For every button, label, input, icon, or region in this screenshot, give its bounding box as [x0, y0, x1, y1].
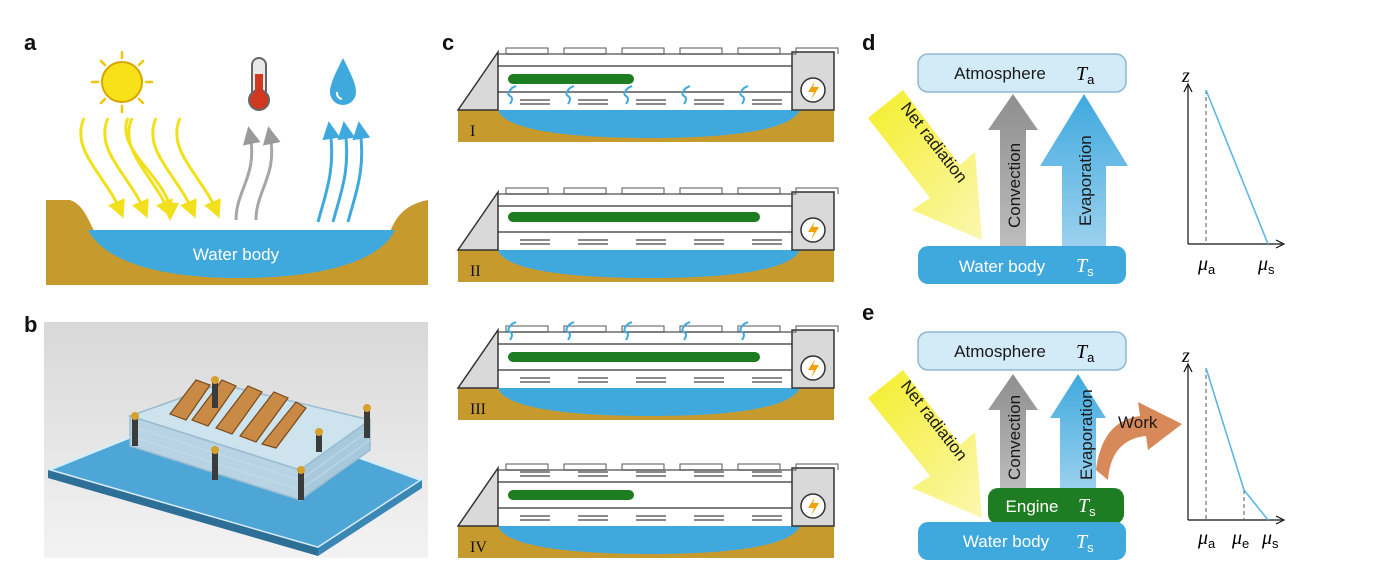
atmosphere-label: Atmosphere	[954, 342, 1046, 361]
water	[498, 250, 800, 278]
atmosphere-temperature: Ta	[1076, 341, 1095, 365]
work-arrow	[1096, 402, 1182, 480]
convection-arrow	[988, 94, 1038, 246]
atmosphere-temperature: Ta	[1076, 63, 1095, 87]
water-body-box	[918, 246, 1126, 284]
z-axis-label: z	[1181, 65, 1190, 87]
panel-a: a Water body	[24, 30, 428, 285]
water-body-label: Water body	[193, 245, 280, 264]
water	[498, 110, 800, 138]
state-label: II	[470, 263, 481, 280]
atmosphere-box	[917, 53, 1127, 93]
panel-d: d Atmosphere Ta Water body Ts Net radiat…	[862, 30, 1286, 284]
evaporation-label: Evaporation	[1076, 135, 1095, 226]
engine-state-4: IV	[456, 463, 839, 558]
engine-box	[988, 488, 1124, 524]
vapor-squiggle	[739, 85, 749, 105]
lightning-icon	[808, 497, 819, 516]
engine-state-3: III	[456, 321, 839, 420]
state-label: III	[470, 401, 486, 418]
vapor-squiggle	[565, 85, 575, 105]
panel-a-label: a	[24, 30, 37, 55]
triangle-support	[456, 189, 499, 251]
triangle-support	[456, 465, 499, 527]
engine-rod	[508, 212, 760, 222]
vapor-squiggle	[623, 321, 633, 341]
engine-rod	[508, 352, 760, 362]
water-body-label: Water body	[959, 257, 1046, 276]
water-body-box	[918, 522, 1126, 560]
state-label: IV	[470, 539, 487, 556]
thermometer-icon	[248, 57, 270, 111]
convection-arrow	[988, 374, 1038, 490]
engine-state-1: I	[456, 47, 839, 142]
heat-arrows	[234, 126, 281, 221]
engine-rod	[508, 74, 634, 84]
potential-line	[1205, 89, 1269, 245]
device-photo	[43, 376, 426, 556]
water	[498, 388, 800, 416]
vapor-squiggle	[739, 321, 749, 341]
water-body-shape	[88, 230, 395, 278]
vapor-squiggle	[507, 321, 517, 341]
x-tick-mu-e: μe	[1231, 527, 1249, 551]
engine-label: Engine	[1006, 497, 1059, 516]
z-axis-label: z	[1181, 345, 1190, 367]
evaporation-arrows	[316, 121, 371, 223]
water	[498, 526, 800, 554]
lightning-icon	[808, 81, 819, 100]
lightning-icon	[808, 359, 819, 378]
evaporation-arrow	[1050, 374, 1106, 490]
net-radiation-arrow	[868, 90, 982, 240]
convection-label: Convection	[1005, 395, 1024, 480]
x-tick-mu-a: μa	[1197, 527, 1216, 551]
triangle-support	[456, 327, 499, 389]
atmosphere-label: Atmosphere	[954, 64, 1046, 83]
x-tick-mu-s: μs	[1261, 527, 1279, 551]
water-body-label: Water body	[963, 532, 1050, 551]
net-radiation-arrow	[868, 370, 982, 518]
evaporation-arrow	[1040, 94, 1128, 246]
vapor-squiggle	[565, 321, 575, 341]
radiation-arrows	[79, 117, 221, 221]
water-drop-icon	[330, 58, 356, 105]
engine-state-2: II	[456, 187, 839, 282]
panel-b: b	[24, 312, 428, 558]
vapor-squiggle	[681, 321, 691, 341]
x-tick-mu-s: μs	[1257, 253, 1275, 277]
chemical-potential-plot-e: z μa μe μs	[1181, 345, 1286, 551]
x-tick-mu-a: μa	[1197, 253, 1216, 277]
chemical-potential-plot-d: z μa μs	[1181, 65, 1286, 277]
panel-c-label: c	[442, 30, 454, 55]
potential-line	[1205, 367, 1269, 521]
engine-temperature: Ts	[1078, 495, 1096, 519]
evaporation-label: Evaporation	[1077, 389, 1096, 480]
panel-b-label: b	[24, 312, 37, 337]
state-label: I	[470, 123, 475, 140]
lightning-icon	[808, 221, 819, 240]
sun-icon	[90, 50, 154, 114]
atmosphere-box	[917, 331, 1127, 371]
panel-e: e Atmosphere Ta Net radiation Convection…	[862, 300, 1286, 560]
vapor-squiggle	[681, 85, 691, 105]
panel-d-label: d	[862, 30, 875, 55]
work-label: Work	[1118, 413, 1158, 432]
water-temperature: Ts	[1076, 255, 1094, 279]
triangle-support	[456, 49, 499, 111]
engine-rod	[508, 490, 634, 500]
vapor-squiggle	[507, 85, 517, 105]
vapor-squiggle	[623, 85, 633, 105]
panel-e-label: e	[862, 300, 874, 325]
convection-label: Convection	[1005, 143, 1024, 228]
water-temperature: Ts	[1076, 531, 1094, 555]
